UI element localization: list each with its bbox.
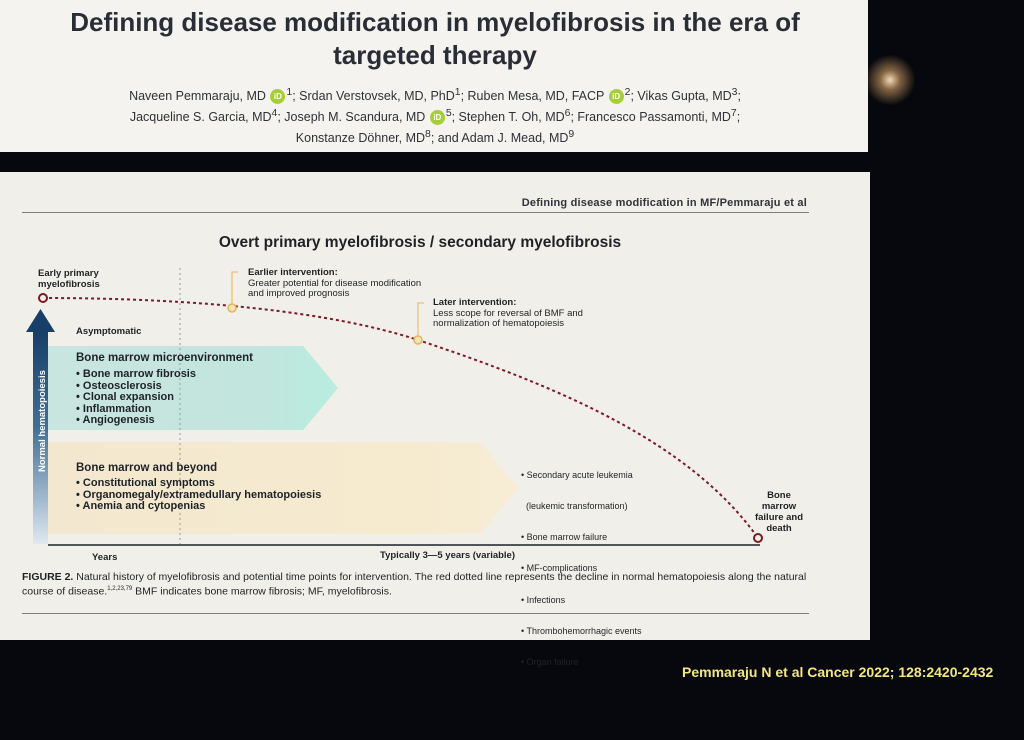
author-gupta: ; Vikas Gupta, MD	[630, 89, 732, 104]
caption-refs: 1,2,23,79	[107, 586, 133, 592]
header-rule	[22, 212, 809, 213]
author-pemmaraju: Naveen Pemmaraju, MD	[129, 89, 266, 104]
paper-title: Defining disease modification in myelofi…	[20, 6, 850, 72]
caption-figure-number: FIGURE 2.	[22, 571, 74, 583]
band1-list: • Bone marrow fibrosis • Osteosclerosis …	[76, 368, 196, 427]
affiliation-sup: 5	[445, 108, 452, 120]
caption-rule	[22, 613, 809, 614]
early-pmf-line-1: Early primary	[38, 268, 99, 279]
hematopoiesis-arrow-head	[26, 309, 55, 332]
band1-title: Bone marrow microenvironment	[76, 352, 254, 364]
earlier-callout-line	[231, 271, 238, 304]
figure-caption: FIGURE 2. Natural history of myelofibros…	[22, 571, 822, 598]
later-line-1: Less scope for reversal of BMF and	[433, 307, 583, 319]
band-bone-marrow-and-beyond	[48, 442, 518, 534]
orcid-icon[interactable]: iD	[608, 89, 624, 105]
affiliation-sup: 6	[564, 108, 571, 120]
affiliation-sup: 3	[731, 87, 738, 98]
caption-text-2: BMF indicates bone marrow fibrosis; MF, …	[132, 585, 392, 598]
figure-diagram: Normal hematopoiesis	[26, 268, 763, 546]
affiliation-sup: 9	[568, 129, 575, 141]
earlier-line-2: and improved prognosis	[248, 288, 350, 299]
end-line-4: death	[766, 523, 792, 534]
early-pmf-label: Early primary myelofibrosis	[38, 268, 100, 290]
separator: ;	[737, 89, 741, 104]
list-item: • Angiogenesis	[76, 414, 155, 427]
end-line-2: marrow	[761, 501, 797, 512]
curve-end-marker	[753, 533, 763, 543]
list-item: • Organomegaly/extramedullary hematopoie…	[76, 488, 322, 501]
early-pmf-line-2: myelofibrosis	[38, 279, 100, 290]
list-item: • Secondary acute leukemia	[521, 469, 633, 480]
affiliation-sup: 8	[425, 129, 431, 141]
author-verstovsek: ; Srdan Verstovsek, MD, PhD	[292, 89, 455, 104]
band2-list: • Constitutional symptoms • Organomegaly…	[76, 477, 322, 513]
x-axis-years-label: Years	[92, 552, 118, 563]
end-label: Bone marrow failure and death	[750, 490, 808, 534]
end-line-3: failure and	[754, 512, 804, 523]
band2-title: Bone marrow and beyond	[76, 462, 218, 474]
author-dohner: Konstanze Döhner, MD	[295, 131, 426, 146]
affiliation-sup: 1	[454, 87, 461, 98]
orcid-icon[interactable]: iD	[429, 110, 445, 126]
affiliation-sup: 2	[624, 87, 631, 98]
running-head: Defining disease modification in MF/Pemm…	[521, 197, 807, 209]
affiliation-sup: 4	[271, 108, 278, 120]
slide-citation: Pemmaraju N et al Cancer 2022; 128:2420-…	[682, 664, 994, 680]
paper-title-line-2: targeted therapy	[333, 40, 537, 70]
author-line-3: Konstanze Döhner, MD8; and Adam J. Mead,…	[40, 126, 830, 147]
list-item: • Anemia and cytopenias	[76, 500, 206, 513]
author-line-2: Jacqueline S. Garcia, MD4; Joseph M. Sca…	[40, 105, 830, 126]
figure-heading: Overt primary myelofibrosis / secondary …	[218, 234, 622, 251]
earlier-line-1: Greater potential for disease modificati…	[248, 277, 422, 289]
paper-title-panel: Defining disease modification in myelofi…	[0, 0, 868, 152]
list-item: • Bone marrow failure	[521, 532, 608, 543]
list-item: • Constitutional symptoms	[76, 477, 215, 489]
hematopoiesis-decline-curve	[42, 297, 759, 539]
later-intervention-text: Later intervention: Less scope for rever…	[433, 297, 583, 330]
list-item: • Inflammation	[76, 402, 152, 415]
list-item: • Osteosclerosis	[76, 379, 162, 392]
earlier-intervention-text: Earlier intervention: Greater potential …	[248, 267, 422, 300]
author-oh: ; Stephen T. Oh, MD	[451, 110, 565, 125]
band-bone-marrow-microenvironment	[48, 346, 338, 430]
curve-start-marker	[38, 293, 48, 303]
affiliation-sup: 7	[730, 108, 737, 120]
later-line-2: normalization of hematopoiesis	[433, 318, 564, 329]
author-scandura: ; Joseph M. Scandura, MD	[277, 110, 426, 125]
asymptomatic-label: Asymptomatic	[76, 326, 142, 337]
caption-text: Natural history of myelofibrosis and pot…	[22, 571, 807, 598]
list-item: • Clonal expansion	[76, 391, 174, 404]
list-item: • Organ failure	[521, 657, 579, 668]
x-axis-duration-label: Typically 3—5 years (variable)	[380, 550, 516, 561]
later-callout-line	[417, 302, 424, 336]
earlier-intervention-marker	[227, 303, 237, 313]
list-item: • Infections	[521, 594, 566, 605]
list-item: (leukemic transformation)	[521, 501, 628, 512]
y-axis-label: Normal hematopoiesis	[37, 370, 48, 472]
list-item: • MF-complications	[521, 563, 598, 574]
later-title: Later intervention:	[433, 297, 517, 308]
late-events-list: • Secondary acute leukemia (leukemic tra…	[521, 449, 642, 688]
separator: ;	[736, 110, 741, 125]
figure-panel: Defining disease modification in MF/Pemm…	[0, 172, 870, 667]
list-item: • Bone marrow fibrosis	[76, 368, 196, 380]
author-mesa: ; Ruben Mesa, MD, FACP	[460, 89, 605, 104]
author-garcia: Jacqueline S. Garcia, MD	[129, 110, 272, 125]
author-mead: ; and Adam J. Mead, MD	[430, 131, 569, 146]
paper-title-line-1: Defining disease modification in myelofi…	[70, 7, 800, 37]
affiliation-sup: 1	[286, 87, 293, 98]
author-passamonti: ; Francesco Passamonti, MD	[570, 110, 731, 125]
list-item: • Thrombohemorrhagic events	[521, 625, 642, 636]
end-line-1: Bone	[767, 490, 791, 501]
orcid-icon[interactable]: iD	[270, 89, 286, 105]
hematopoiesis-arrow-shaft	[33, 332, 48, 544]
later-intervention-marker	[413, 335, 423, 345]
light-glare	[860, 55, 920, 105]
earlier-title: Earlier intervention:	[248, 267, 338, 278]
